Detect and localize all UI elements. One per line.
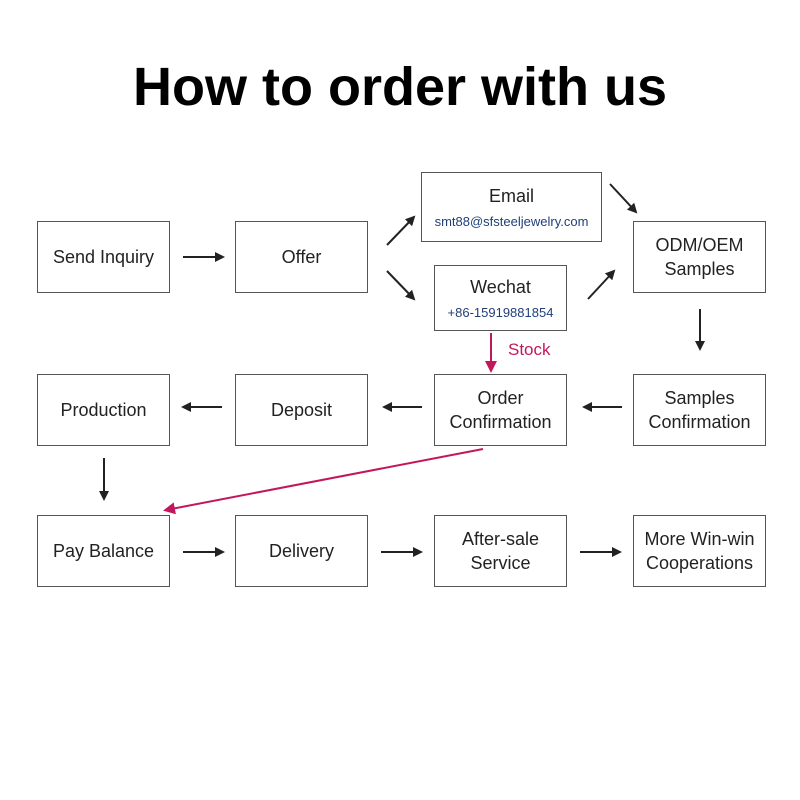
samples-confirmation-label: Samples Confirmation: [648, 388, 751, 432]
order-confirmation-box: Order Confirmation: [434, 374, 567, 446]
offer-label: Offer: [281, 247, 322, 267]
wechat-number[interactable]: +86-15919881854: [447, 305, 554, 320]
offer-box: Offer: [235, 221, 368, 293]
page-title: How to order with us: [133, 57, 667, 117]
deposit-label: Deposit: [270, 400, 333, 420]
more-win-win-label: More Win-win Cooperations: [644, 529, 755, 573]
send-inquiry-label: Send Inquiry: [52, 247, 155, 267]
email-box: Email smt88@sfsteeljewelry.com: [421, 172, 602, 242]
stock-label: Stock: [508, 340, 551, 359]
deposit-box: Deposit: [235, 374, 368, 446]
email-address[interactable]: smt88@sfsteeljewelry.com: [434, 214, 589, 229]
after-sale-service-box: After-sale Service: [434, 515, 567, 587]
pay-balance-label: Pay Balance: [52, 541, 155, 561]
odm-oem-samples-label: ODM/OEM Samples: [655, 235, 744, 279]
odm-oem-samples-box: ODM/OEM Samples: [633, 221, 766, 293]
arrow-offer-to-email: [386, 215, 416, 246]
arrow-wechat-to-odm: [587, 269, 616, 300]
wechat-box: Wechat +86-15919881854: [434, 265, 567, 331]
arrow-email-to-odm: [609, 183, 638, 214]
wechat-label: Wechat: [470, 277, 531, 297]
delivery-label: Delivery: [268, 541, 334, 561]
arrow-order-to-pay-balance: [163, 448, 484, 515]
order-confirmation-label: Order Confirmation: [449, 388, 552, 432]
production-label: Production: [60, 400, 147, 420]
arrow-offer-to-wechat: [386, 270, 416, 301]
delivery-box: Delivery: [235, 515, 368, 587]
after-sale-service-label: After-sale Service: [461, 529, 540, 573]
email-label: Email: [488, 186, 534, 206]
more-win-win-box: More Win-win Cooperations: [633, 515, 766, 587]
samples-confirmation-box: Samples Confirmation: [633, 374, 766, 446]
pay-balance-box: Pay Balance: [37, 515, 170, 587]
send-inquiry-box: Send Inquiry: [37, 221, 170, 293]
production-box: Production: [37, 374, 170, 446]
